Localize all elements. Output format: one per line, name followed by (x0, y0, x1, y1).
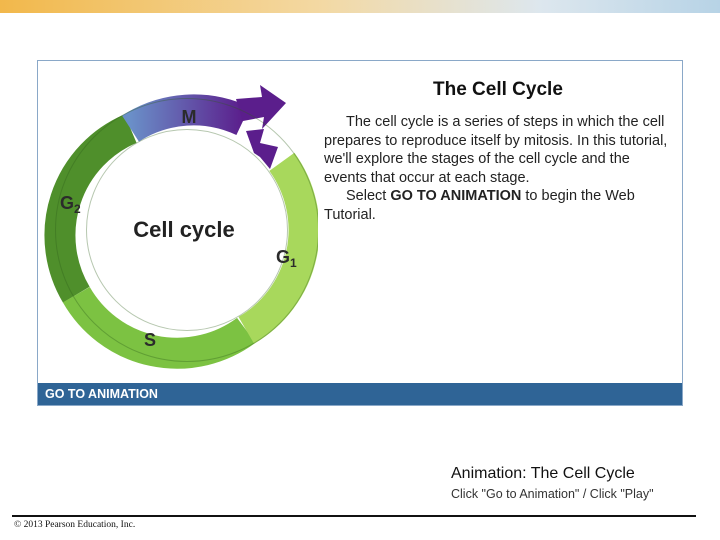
cell-cycle-diagram: Cell cycle M G2 G1 S (44, 85, 318, 369)
slide-caption: Animation: The Cell Cycle (451, 465, 635, 482)
stage-g2-label: G2 (60, 193, 81, 216)
tutorial-title: The Cell Cycle (433, 79, 563, 100)
m-arrow-head-upper (236, 85, 286, 129)
go-to-animation-reference: GO TO ANIMATION (390, 188, 522, 204)
footer-divider (12, 515, 696, 517)
description-paragraph-2: Select GO TO ANIMATION to begin the Web … (324, 188, 635, 223)
description-paragraph-1: The cell cycle is a series of steps in w… (324, 114, 668, 186)
title-gradient-band (0, 0, 720, 13)
go-to-animation-button[interactable]: GO TO ANIMATION (38, 383, 682, 405)
m-arrow-head-lower (246, 129, 278, 169)
phase-m-arc (122, 94, 250, 142)
stage-m-label: M (182, 107, 197, 127)
copyright-notice: © 2013 Pearson Education, Inc. (14, 520, 136, 530)
slide-instruction: Click "Go to Animation" / Click "Play" (451, 487, 654, 501)
stage-s-label: S (144, 330, 156, 350)
stage-g1-label: G1 (276, 247, 297, 270)
phase-g1-arc (238, 152, 318, 344)
center-label: Cell cycle (133, 217, 235, 242)
tutorial-description: The cell cycle is a series of steps in w… (324, 113, 674, 224)
phase-s-arc (62, 286, 256, 369)
tutorial-panel: Cell cycle M G2 G1 S The Cell Cycle The … (37, 60, 683, 406)
phase-g2-arc (44, 114, 137, 303)
